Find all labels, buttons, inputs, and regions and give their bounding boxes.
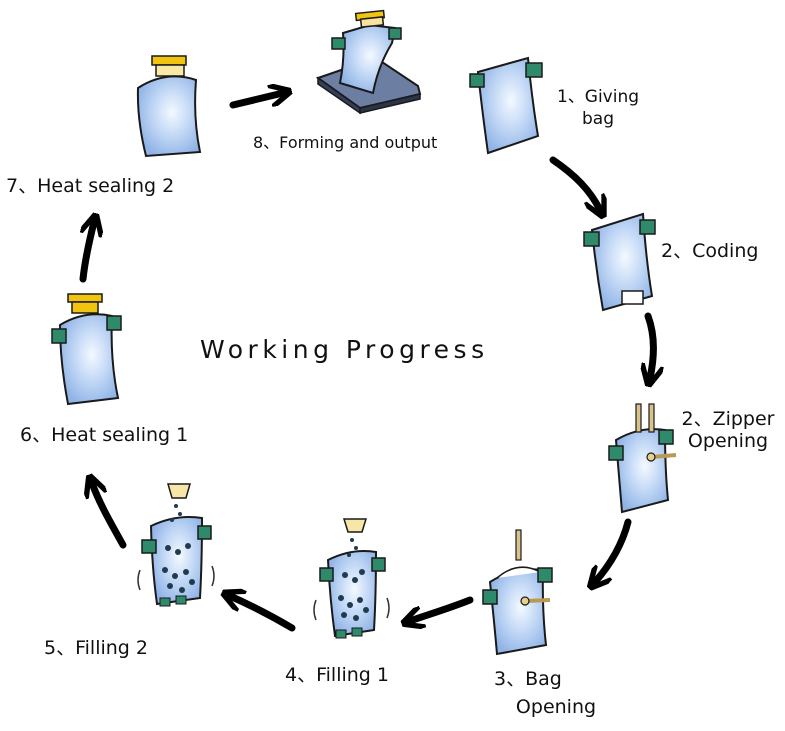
- step-bag-opening-line1: 3、Bag: [494, 668, 562, 690]
- particles: [162, 504, 195, 593]
- step-heat-sealing-2-label: 7、Heat sealing 2: [6, 175, 175, 197]
- zipper-icon: [67, 293, 103, 303]
- step-giving-bag-line2: bag: [582, 109, 614, 129]
- bag-icon: [149, 516, 204, 606]
- filling-1-illustration: [313, 518, 390, 639]
- step-zipper-opening-line1: 2、Zipper: [681, 408, 775, 430]
- giving-bag-illustration: [469, 56, 543, 155]
- arrow-icon: [230, 596, 296, 632]
- step-filling-2-label: 5、Filling 2: [44, 637, 148, 659]
- clamp-icon: [331, 37, 346, 50]
- arrow-icon: [549, 156, 600, 210]
- step-giving-bag-line1: 1、Giving: [556, 87, 640, 107]
- bag-icon: [614, 428, 670, 514]
- zipper-opening-illustration: [608, 403, 677, 514]
- opener-icon: [635, 403, 642, 433]
- nozzle-icon: [167, 483, 191, 499]
- bag-opening-illustration: [482, 529, 553, 656]
- step-forming-output-label: 8、Forming and output: [253, 133, 438, 152]
- clamp-icon: [469, 73, 485, 88]
- arrow-icon: [410, 596, 474, 621]
- arrow-icon: [229, 93, 283, 109]
- bag-icon: [338, 23, 397, 95]
- coding-illustration: [583, 212, 656, 312]
- clamp-icon: [583, 231, 600, 247]
- clamp-icon: [525, 62, 543, 78]
- arrow-icon: [595, 518, 632, 582]
- bag-icon: [58, 313, 120, 406]
- zipper-icon: [151, 55, 187, 66]
- clamp-icon: [482, 589, 498, 605]
- step-zipper-opening-label: 2、Zipper Opening: [676, 408, 780, 452]
- bag-icon: [326, 550, 378, 638]
- opener-icon: [515, 529, 522, 561]
- clamp-icon: [658, 429, 674, 445]
- particles: [338, 538, 369, 621]
- clamp-icon: [388, 27, 402, 40]
- flow-arrows: [79, 93, 654, 632]
- coder-icon: [621, 290, 644, 305]
- arrow-icon: [79, 222, 94, 283]
- diagram-title: Working Progress: [200, 335, 489, 364]
- clamp-icon: [639, 219, 656, 235]
- step-zipper-opening-line2: Opening: [687, 430, 769, 452]
- clamp-icon: [319, 567, 334, 582]
- clamp-icon: [371, 557, 386, 572]
- filling-2-illustration: [137, 483, 215, 607]
- arrow-icon: [92, 483, 127, 549]
- step-bag-opening-label: 3、Bag Opening: [494, 668, 618, 718]
- clamp-icon: [106, 315, 122, 331]
- bag-icon: [136, 75, 202, 158]
- step-heat-sealing-1-label: 6、Heat sealing 1: [20, 424, 189, 446]
- heat-sealing-1-illustration: [51, 293, 122, 406]
- step-bag-opening-line2: Opening: [515, 696, 597, 718]
- opener-icon: [648, 403, 655, 433]
- clamp-icon: [51, 328, 67, 344]
- step-filling-1-label: 4、Filling 1: [285, 664, 389, 686]
- forming-output-machine: [315, 9, 422, 115]
- nozzle-icon: [342, 518, 368, 533]
- clamp-icon: [141, 539, 157, 554]
- bag-icon: [476, 56, 540, 155]
- clamp-icon: [197, 525, 212, 540]
- step-giving-bag-label: 1、Giving bag: [556, 86, 640, 130]
- step-coding-label: 2、Coding: [661, 240, 759, 262]
- heat-sealing-2-illustration: [136, 55, 202, 158]
- clamp-icon: [537, 567, 553, 583]
- arrow-icon: [648, 312, 654, 378]
- clamp-icon: [608, 445, 624, 461]
